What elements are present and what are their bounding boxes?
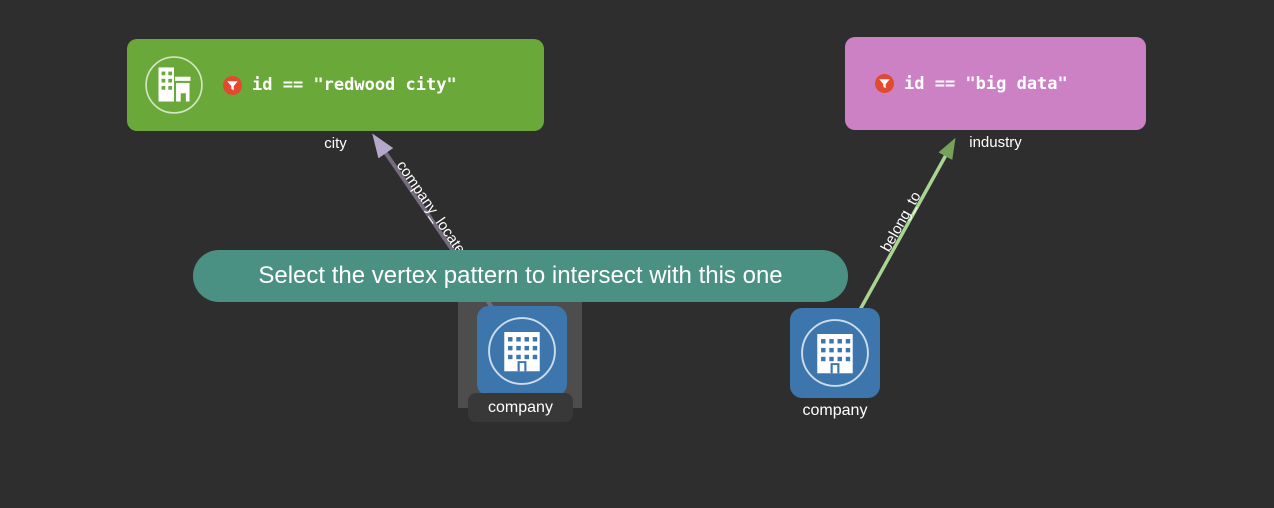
vertex-pattern-label: industry	[969, 134, 1022, 151]
edge-label[interactable]: belong_to	[878, 189, 925, 255]
vertex-node-company-selected[interactable]	[477, 306, 567, 396]
filter-condition: id == "big data"	[904, 73, 1068, 94]
filter-icon[interactable]	[223, 75, 242, 95]
vertex-node-label: company	[468, 393, 573, 422]
edge-label[interactable]: company_locate	[393, 158, 469, 258]
vertex-node-label-text: company	[488, 398, 553, 416]
filter-condition: id == "redwood city"	[252, 75, 457, 95]
city-buildings-icon	[145, 56, 203, 114]
vertex-pattern-industry[interactable]: id == "big data"	[845, 37, 1146, 130]
vertex-node-label: company	[802, 402, 868, 419]
vertex-node-company[interactable]	[790, 308, 880, 398]
company-building-icon	[488, 317, 556, 385]
vertex-pattern-label: city	[324, 135, 347, 152]
vertex-pattern-city[interactable]: id == "redwood city"	[127, 39, 544, 131]
instruction-tooltip: Select the vertex pattern to intersect w…	[193, 250, 848, 302]
company-building-icon	[801, 319, 869, 387]
instruction-tooltip-text: Select the vertex pattern to intersect w…	[258, 262, 783, 289]
filter-icon[interactable]	[875, 74, 894, 93]
